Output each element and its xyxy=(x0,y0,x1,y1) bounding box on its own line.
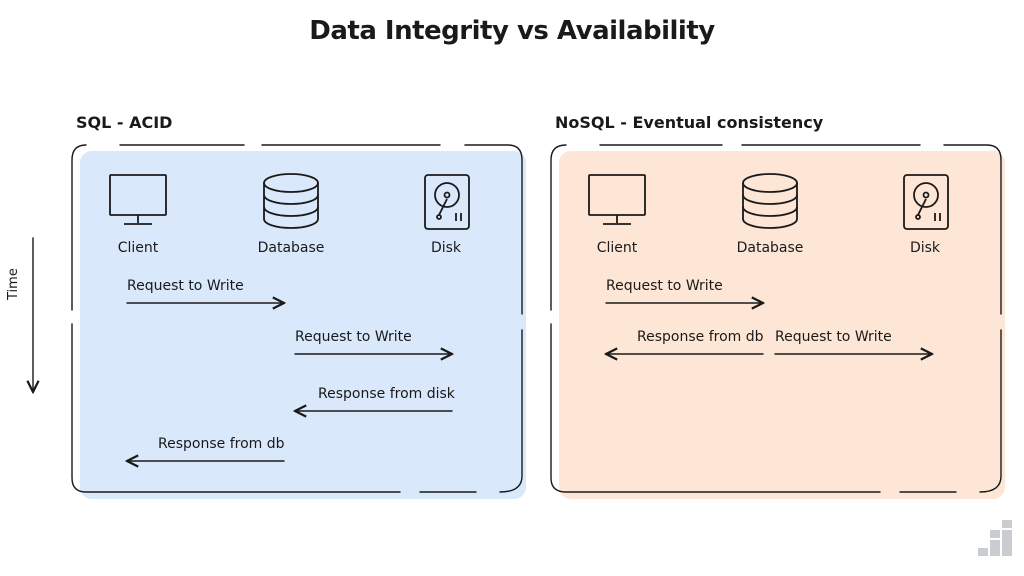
sql-node-disk-label: Disk xyxy=(430,240,462,256)
sql-message-db-to-disk: Request to Write xyxy=(295,329,412,345)
nosql-panel-heading: NoSQL - Eventual consistency xyxy=(555,113,824,132)
sql-node-client-label: Client xyxy=(117,240,159,256)
nosql-panel-background xyxy=(559,151,1005,499)
brand-logo-icon xyxy=(978,520,1012,556)
page-title: Data Integrity vs Availability xyxy=(309,16,715,46)
sql-message-disk-to-db: Response from disk xyxy=(318,386,455,402)
nosql-node-client-label: Client xyxy=(596,240,638,256)
nosql-node-database-label: Database xyxy=(736,240,804,256)
sql-message-db-to-client: Response from db xyxy=(158,436,285,452)
time-axis-label: Time xyxy=(6,268,21,300)
sql-panel-background xyxy=(80,151,526,499)
nosql-message-db-to-client: Response from db xyxy=(637,329,764,345)
nosql-message-client-to-db: Request to Write xyxy=(606,278,723,294)
sql-panel-heading: SQL - ACID xyxy=(76,113,173,132)
sql-message-client-to-db: Request to Write xyxy=(127,278,244,294)
nosql-node-disk-label: Disk xyxy=(909,240,941,256)
sql-node-database-label: Database xyxy=(257,240,325,256)
nosql-message-db-to-disk: Request to Write xyxy=(775,329,892,345)
